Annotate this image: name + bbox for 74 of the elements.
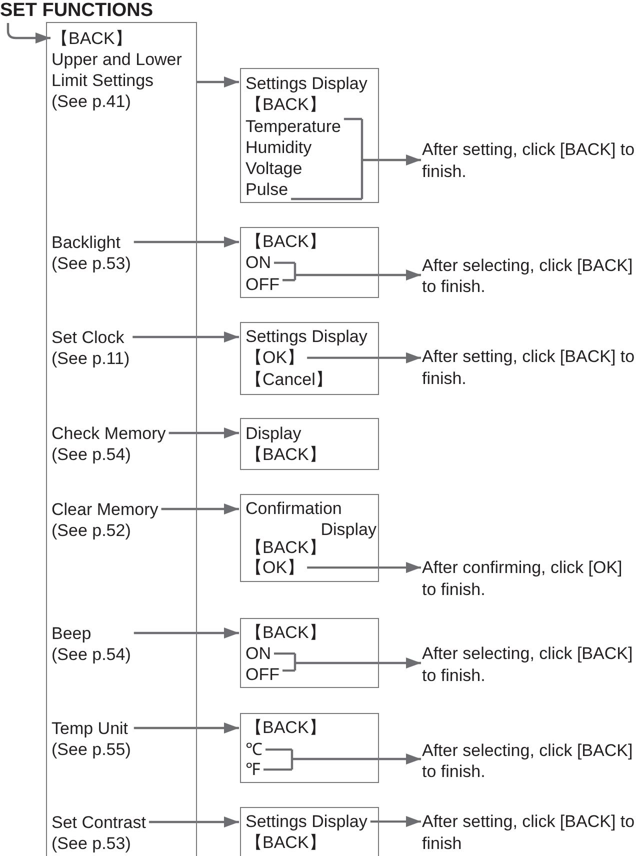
menu-option: 【BACK】	[246, 230, 326, 252]
instruction-text: After setting, click [BACK] to finish	[422, 811, 642, 854]
menu-option: 【BACK】	[246, 832, 326, 854]
display-box	[240, 418, 379, 470]
display-box	[240, 807, 379, 856]
menu-option: OFF	[246, 274, 280, 295]
menu-option: 【OK】	[246, 556, 304, 578]
instruction-text: After selecting, click [BACK] to finish.	[422, 255, 642, 298]
arrow	[307, 562, 421, 574]
menu-option: 【BACK】	[246, 536, 326, 558]
arrow	[168, 428, 239, 438]
arrow	[196, 76, 239, 88]
display-box	[240, 494, 379, 582]
arrow	[161, 504, 239, 514]
menu-item: Check Memory	[52, 422, 166, 444]
display-box	[240, 227, 379, 298]
menu-option: 【BACK】	[246, 94, 326, 116]
menu-option: Display	[246, 422, 302, 444]
menu-item: Clear Memory	[52, 498, 158, 520]
menu-item: Temp Unit	[52, 718, 130, 739]
instruction-text: After setting, click [BACK] to finish.	[422, 139, 642, 182]
arrow	[132, 332, 239, 342]
menu-item: 【BACK】	[52, 28, 132, 49]
menu-option: ON	[246, 642, 271, 664]
arrow	[6, 23, 50, 44]
instruction-text: After confirming, click [OK] to finish.	[422, 557, 632, 600]
page-reference: (See p.53)	[52, 252, 131, 274]
menu-item: Beep	[52, 622, 92, 644]
arrow	[134, 722, 239, 734]
menu-option: Settings Display	[246, 810, 368, 832]
arrow	[134, 236, 239, 248]
instruction-text: After selecting, click [BACK] to finish.	[422, 643, 642, 686]
menu-item: Set Clock	[52, 326, 126, 348]
display-box	[240, 322, 379, 395]
arrow	[149, 816, 239, 828]
menu-option: 【BACK】	[246, 622, 326, 644]
arrow	[272, 652, 422, 672]
menu-option: ℉	[246, 758, 260, 780]
menu-option: Humidity	[246, 136, 312, 158]
menu-option: ON	[246, 252, 271, 274]
menu-option: 【Cancel】	[246, 368, 332, 390]
display-box	[240, 68, 379, 203]
menu-box	[46, 22, 197, 856]
menu-option: Settings Display	[246, 326, 368, 348]
arrow	[134, 628, 239, 638]
menu-option: 【OK】	[246, 347, 304, 368]
menu-item: Backlight	[52, 232, 122, 253]
display-box	[240, 618, 379, 688]
menu-option: ℃	[246, 738, 262, 760]
title: SET FUNCTIONS	[0, 1, 154, 21]
menu-option: Settings Display	[246, 72, 368, 94]
menu-item: Set Contrast	[52, 812, 146, 833]
page-reference: (See p.55)	[52, 738, 131, 760]
arrow	[307, 352, 421, 364]
page-reference: (See p.52)	[52, 520, 132, 542]
arrow	[370, 816, 421, 828]
menu-option: 【BACK】	[246, 716, 326, 738]
menu-option: Temperature	[246, 116, 341, 137]
instruction-text: After selecting, click [BACK] to finish.	[422, 740, 642, 783]
instruction-text: After setting, click [BACK] to finish.	[422, 346, 642, 389]
page-reference: (See p.11)	[52, 348, 130, 370]
arrow	[272, 262, 422, 282]
menu-option: Voltage	[246, 158, 302, 180]
page-reference: (See p.53)	[52, 832, 132, 854]
menu-item: Upper and Lower Limit Settings	[52, 48, 183, 92]
page-reference: (See p.54)	[52, 444, 132, 466]
menu-option: Pulse	[246, 179, 288, 201]
page-reference: (See p.54)	[52, 644, 131, 666]
page-reference: (See p.41)	[52, 91, 132, 112]
arrow	[262, 748, 422, 771]
arrow	[290, 118, 422, 200]
menu-option: OFF	[246, 664, 280, 686]
display-box	[240, 713, 379, 783]
menu-option: 【BACK】	[246, 444, 326, 466]
